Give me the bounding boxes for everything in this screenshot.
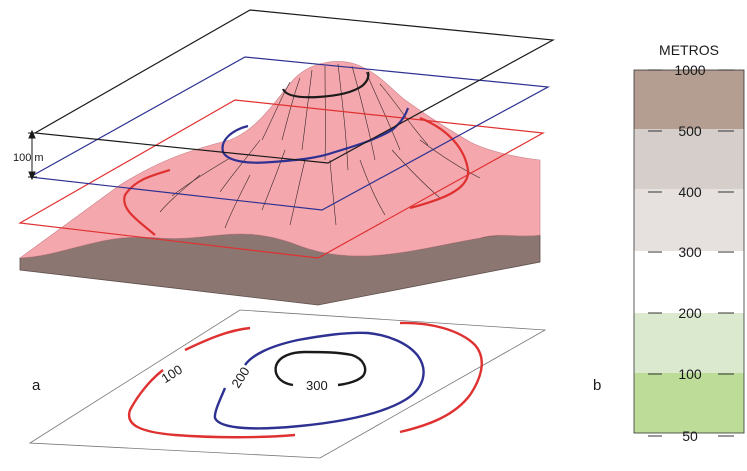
contour-200-on-terrain (221, 107, 410, 164)
tick-label-500: 500 (678, 123, 702, 139)
scale-frame (633, 69, 745, 434)
elevation-scale: 1000 500 400 300 200 100 50 (633, 62, 745, 444)
plane-100-outline (18, 99, 545, 259)
tick-label-400: 400 (678, 184, 702, 200)
terrain-surface (18, 61, 541, 259)
contour-200-line (213, 331, 425, 430)
panel-a-label: a (32, 377, 41, 394)
band-500-400 (634, 129, 744, 189)
plane-300 (33, 9, 555, 164)
plane-100 (18, 99, 545, 259)
band-100-50 (634, 373, 744, 433)
contour-100-label: 100 (159, 362, 185, 386)
slope-lines (159, 63, 481, 229)
contour-300-line (274, 350, 367, 387)
terrain-block (18, 61, 541, 306)
tick-label-300: 300 (678, 244, 702, 260)
tick-label-200: 200 (678, 305, 702, 321)
panel-b-label: b (593, 377, 601, 394)
contour-100-line (127, 321, 483, 439)
scale-ticks (648, 69, 734, 437)
contour-300-on-terrain (281, 71, 370, 99)
plane-200-outline (28, 56, 550, 211)
tick-label-100: 100 (678, 366, 702, 382)
plane-200 (28, 56, 550, 211)
interval-label: 100 m (13, 152, 44, 164)
contour-200-label: 200 (228, 364, 252, 390)
band-200-100 (634, 313, 744, 373)
band-300-200 (634, 251, 744, 313)
band-400-300 (634, 189, 744, 251)
band-1000-500 (634, 70, 744, 129)
terrain-side-face (19, 233, 541, 306)
plane-300-outline (33, 9, 555, 164)
interval-marker (28, 129, 37, 181)
contour-300-label: 300 (306, 378, 328, 393)
scale-title: METROS (659, 42, 719, 58)
contour-map: 100 200 300 (28, 309, 547, 459)
contour-100-on-terrain (123, 116, 470, 236)
map-outline (28, 309, 547, 459)
scale-tick-labels: 1000 500 400 300 200 100 50 (674, 62, 705, 444)
tick-label-50: 50 (682, 428, 698, 444)
tick-label-1000: 1000 (674, 62, 705, 78)
